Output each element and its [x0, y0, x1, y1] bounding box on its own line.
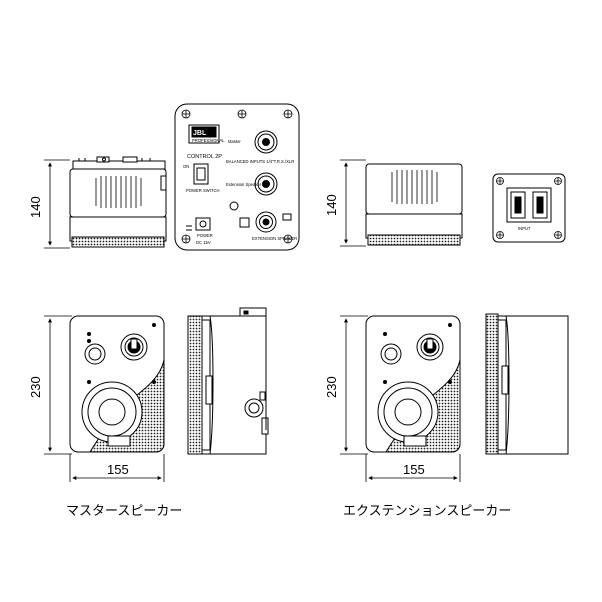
extension-out-label: EXTENSION SPEAKER — [252, 236, 297, 241]
master-label: Master — [228, 139, 241, 144]
dimension-230-master: 230 — [28, 376, 43, 398]
brand-logo: JBL — [193, 130, 207, 137]
extension-front-view — [365, 315, 461, 453]
dimension-140-master: 140 — [28, 196, 43, 218]
power-label: POWER — [197, 233, 213, 238]
caption-extension-speaker: エクステンションスピーカー — [343, 504, 512, 519]
dimension-lines — [44, 159, 461, 482]
extension-side-view — [485, 313, 569, 455]
input-label: INPUT — [518, 226, 531, 231]
master-rear-panel — [174, 103, 300, 251]
on-label: ON — [183, 164, 189, 169]
balanced-label: BALANCED INPUTS 1/4"T.R.S./XLR — [226, 159, 294, 164]
dimension-155-master: 155 — [107, 462, 129, 477]
extension-rear-panel — [492, 173, 566, 243]
dimension-155-extension: 155 — [403, 462, 425, 477]
caption-master-speaker: マスタースピーカー — [66, 504, 183, 519]
dimension-230-extension: 230 — [324, 376, 339, 398]
extension-top-view — [365, 163, 463, 246]
master-rear-panel-labels: JBL PROFESSIONAL CONTROL 2P ON POWER SWI… — [183, 130, 297, 245]
power-sub-label: DC 15V — [196, 240, 211, 245]
master-front-view — [69, 315, 165, 453]
extension-label: Extension Speaker — [226, 182, 262, 187]
master-top-view — [69, 156, 167, 248]
dimension-140-extension: 140 — [324, 194, 339, 216]
model-label: CONTROL 2P — [187, 154, 222, 160]
brand-sub: PROFESSIONAL — [192, 138, 225, 143]
master-side-view — [187, 307, 269, 455]
power-switch-label: POWER SWITCH — [186, 188, 220, 193]
